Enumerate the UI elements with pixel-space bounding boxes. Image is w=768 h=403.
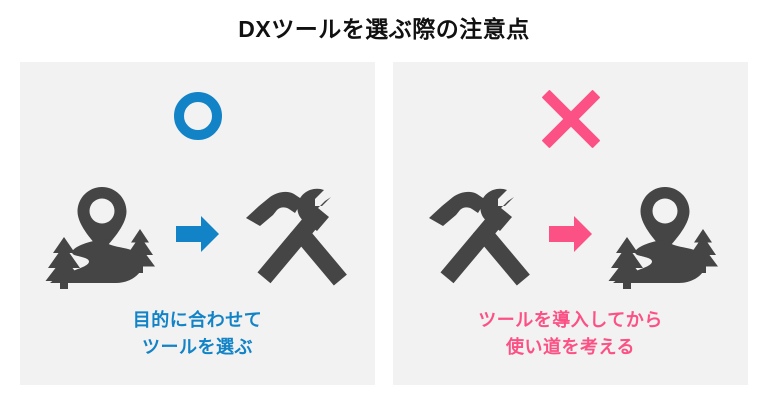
icon-row-bad — [393, 174, 748, 294]
cross-mark-icon — [541, 89, 600, 149]
panel-good: 目的に合わせて ツールを選ぶ — [20, 62, 375, 385]
map-road-icon — [604, 176, 728, 292]
tools-icon — [414, 176, 538, 292]
arrow-right-icon-pink — [538, 204, 604, 264]
icon-row-good — [20, 174, 375, 294]
caption-bad: ツールを導入してから 使い道を考える — [393, 307, 748, 361]
map-road-icon — [41, 176, 165, 292]
mark-slot-bad — [393, 86, 748, 149]
panel-container: 目的に合わせて ツールを選ぶ — [20, 62, 748, 385]
caption-bad-line1: ツールを導入してから — [478, 310, 663, 330]
circle-mark-icon — [173, 92, 222, 140]
mark-slot-good — [20, 86, 375, 148]
panel-bad: ツールを導入してから 使い道を考える — [393, 62, 748, 385]
tools-icon — [231, 176, 355, 292]
caption-good-line1: 目的に合わせて — [132, 310, 263, 330]
caption-good-line2: ツールを選ぶ — [142, 337, 253, 357]
page-title: DXツールを選ぶ際の注意点 — [238, 16, 530, 42]
caption-bad-line2: 使い道を考える — [506, 337, 635, 357]
caption-good: 目的に合わせて ツールを選ぶ — [20, 307, 375, 361]
arrow-right-icon-blue — [165, 204, 231, 264]
